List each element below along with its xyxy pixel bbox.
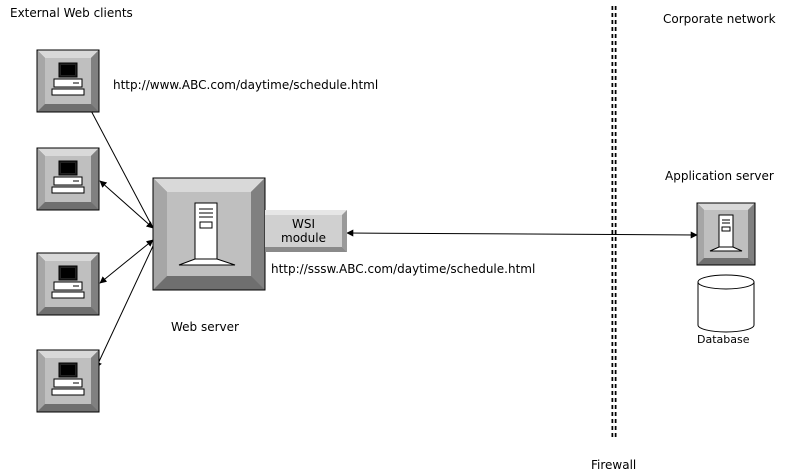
corporate-network-label: Corporate network (663, 12, 776, 26)
connector-wsi-appserver (346, 229, 698, 239)
database-label: Database (697, 333, 750, 346)
desktop-computer-icon (36, 147, 100, 211)
server-tower-icon (152, 177, 266, 291)
wsi-module (265, 210, 347, 252)
application-server-label: Application server (665, 169, 774, 183)
client-computer-1 (36, 49, 100, 113)
internal-url-label: http://sssw.ABC.com/daytime/schedule.htm… (271, 262, 536, 276)
client-computer-2 (36, 147, 100, 211)
wsi-label-line1: WSI (291, 217, 316, 231)
public-url-label: http://www.ABC.com/daytime/schedule.html (113, 78, 379, 92)
wsi-label-line2: module (281, 231, 326, 245)
client-computer-3 (36, 252, 100, 316)
desktop-computer-icon (36, 252, 100, 316)
application-server (696, 202, 756, 266)
server-tower-icon (696, 202, 756, 266)
connector-client-3 (99, 239, 154, 284)
connector-client-4 (95, 245, 154, 369)
desktop-computer-icon (36, 349, 100, 413)
external-clients-label: External Web clients (10, 6, 133, 20)
database-cylinder-icon (697, 274, 755, 333)
connection-lines (77, 85, 698, 369)
web-server (152, 177, 266, 291)
firewall-label: Firewall (591, 458, 637, 472)
connector-client-2 (99, 180, 154, 229)
wsi-module-label: WSI module (265, 217, 342, 245)
desktop-computer-icon (36, 49, 100, 113)
client-computer-4 (36, 349, 100, 413)
web-server-label: Web server (171, 320, 239, 334)
